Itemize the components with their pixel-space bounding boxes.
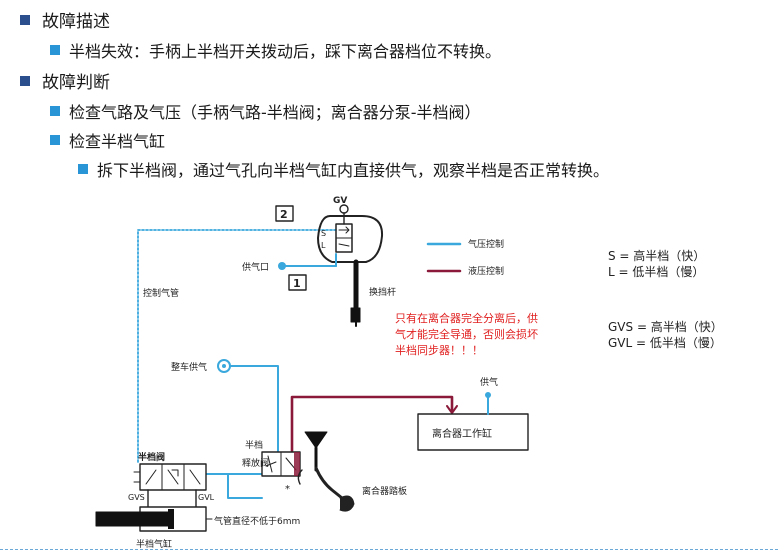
clutch-supply-dot [485,392,491,398]
label-release-valve-2: 释放阀 [242,457,269,469]
bullet-text: 半档失效：手柄上半档开关拨动后，踩下离合器档位不转换。 [69,42,502,61]
bullet-square [50,106,60,116]
callout-box-1 [288,274,307,291]
supply-port-dot [278,262,286,270]
bullet-square [20,75,30,86]
bullet-check-cylinder: 检查半档气缸 [50,128,165,152]
bullet-square [78,164,88,174]
bullet-fault-diagnosis: 故障判断 [20,68,110,93]
hydraulic-line [290,395,454,462]
shift-handle-outline [317,215,384,263]
bullet-check-air-circuit: 检查气路及气压（手柄气路-半档阀；离合器分泵-半档阀） [50,99,481,123]
label-control-pipe: 控制气管 [143,287,179,299]
label-box-1: 1 [293,277,301,290]
bullet-text: 检查气路及气压（手柄气路-半档阀；离合器分泵-半档阀） [69,103,481,122]
label-shift-lever: 换挡杆 [369,286,396,298]
bullet-fault-description: 故障描述 [20,7,110,32]
warning-line-1: 只有在离合器完全分离后，供 [395,311,538,325]
legend-hydraulic-label: 液压控制 [468,265,504,277]
label-gvs: GVS [128,493,145,502]
definition-gvl: GVL = 低半档（慢） [608,336,722,350]
label-half-valve: 半档阀 [138,451,165,463]
clutch-pedal-arm [314,466,354,508]
bullet-half-gear-failure: 半档失效：手柄上半档开关拨动后，踩下离合器档位不转换。 [50,38,501,62]
bullet-square [20,14,30,25]
vehicle-supply-pipe [229,365,279,463]
label-release-valve-1: 半档 [245,439,263,451]
footer-divider [0,549,778,550]
shift-lever-end [350,307,361,323]
label-star: * [285,484,290,495]
bullet-text: 拆下半档阀，通过气孔向半档气缸内直接供气，观察半档是否正常转换。 [97,161,610,180]
gv-switch [339,204,349,214]
warning-line-3: 半档同步器！！！ [395,343,483,357]
label-clutch-cylinder: 离合器工作缸 [432,427,492,440]
label-half-cylinder: 半档气缸 [136,538,172,550]
cylinder-piston-rod [95,511,173,527]
label-s: S [321,229,326,238]
label-vehicle-supply: 整车供气 [171,361,207,373]
label-supply-port: 供气口 [242,261,269,273]
clutch-working-cylinder [417,413,529,451]
bullet-text: 故障描述 [42,12,110,32]
label-gvl: GVL [198,493,215,502]
clutch-pedal-top [304,431,328,449]
label-box-2: 2 [280,208,288,221]
legend-air-label: 气压控制 [468,238,504,250]
bullet-square [50,135,60,145]
definition-l: L = 低半档（慢） [608,265,704,279]
label-gv: GV [333,196,347,206]
control-pipe-line [137,229,337,463]
label-l: L [321,241,326,250]
definition-s: S = 高半档（快） [608,248,705,263]
label-clutch-pedal: 离合器踏板 [362,485,407,497]
callout-box-2 [275,205,294,222]
label-supply: 供气 [480,376,498,388]
definition-gvs: GVS = 高半档（快） [608,319,723,334]
bullet-text: 故障判断 [42,73,110,93]
bullet-text: 检查半档气缸 [69,132,166,151]
label-pipe-note: 气管直径不低于6mm [214,515,300,527]
warning-line-2: 气才能完全导通，否则会损坏 [395,327,538,341]
bullet-remove-valve: 拆下半档阀，通过气孔向半档气缸内直接供气，观察半档是否正常转换。 [78,157,609,181]
bullet-square [50,45,60,55]
